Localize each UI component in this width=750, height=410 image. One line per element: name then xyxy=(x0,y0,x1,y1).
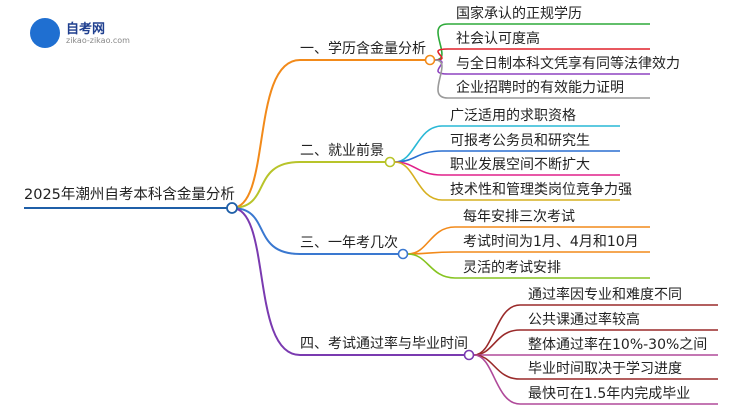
logo: 自考网 zikao-zikao.com xyxy=(26,14,136,54)
child-connector-2-1 xyxy=(394,125,443,163)
branch-label-1: 一、学历含金量分析 xyxy=(300,41,426,57)
child-connector-3-1 xyxy=(407,226,456,255)
leaf-label-3-1: 每年安排三次考试 xyxy=(463,209,575,225)
leaf-label-4-3: 整体通过率在10%-30%之间 xyxy=(528,337,708,353)
branch-node-4 xyxy=(463,349,475,361)
leaf-label-4-5: 最快可在1.5年内完成毕业 xyxy=(528,386,691,402)
root-node xyxy=(226,202,238,214)
leaf-label-3-2: 考试时间为1月、4月和10月 xyxy=(463,234,639,250)
child-connector-4-5 xyxy=(473,354,521,405)
branch-node-2 xyxy=(384,156,396,168)
leaf-label-1-4: 企业招聘时的有效能力证明 xyxy=(456,80,624,96)
leaf-label-2-2: 可报考公务员和研究生 xyxy=(450,133,590,149)
child-connector-1-1 xyxy=(434,23,449,61)
leaf-label-2-1: 广泛适用的求职资格 xyxy=(450,108,576,124)
child-connector-1-4 xyxy=(434,59,449,99)
leaf-label-4-1: 通过率因专业和难度不同 xyxy=(528,287,682,303)
graduation-cap-icon xyxy=(30,18,60,48)
branch-connector-1 xyxy=(231,59,301,209)
branch-node-3 xyxy=(397,248,409,260)
child-connector-2-4 xyxy=(394,161,443,201)
leaf-label-2-4: 技术性和管理类岗位竞争力强 xyxy=(450,182,632,198)
branch-connector-3 xyxy=(231,207,301,255)
logo-title: 自考网 xyxy=(66,22,106,37)
leaf-label-3-3: 灵活的考试安排 xyxy=(463,260,561,276)
leaf-label-1-1: 国家承认的正规学历 xyxy=(456,6,582,22)
logo-url: zikao-zikao.com xyxy=(66,36,130,45)
branch-label-4: 四、考试通过率与毕业时间 xyxy=(300,336,468,352)
branch-connector-4 xyxy=(231,207,301,356)
leaf-label-4-2: 公共课通过率较高 xyxy=(528,312,640,328)
child-connector-4-2 xyxy=(473,329,521,356)
branch-connector-2 xyxy=(231,161,301,209)
branch-label-3: 三、一年考几次 xyxy=(300,235,398,251)
child-connector-4-4 xyxy=(473,354,521,380)
leaf-label-2-3: 职业发展空间不断扩大 xyxy=(450,157,590,173)
branch-node-1 xyxy=(424,54,436,66)
child-connector-3-3 xyxy=(407,253,456,279)
root-topic-label: 2025年潮州自考本科含金量分析 xyxy=(24,187,235,203)
leaf-label-4-4: 毕业时间取决于学习进度 xyxy=(528,361,682,377)
leaf-label-1-2: 社会认可度高 xyxy=(456,31,540,47)
leaf-label-1-3: 与全日制本科文凭享有同等法律效力 xyxy=(456,56,680,72)
branch-label-2: 二、就业前景 xyxy=(300,143,384,159)
